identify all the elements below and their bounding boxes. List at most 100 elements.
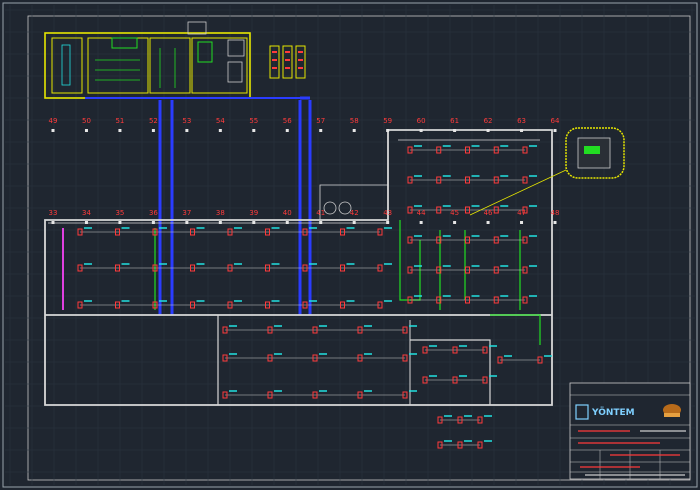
fixture [493, 265, 509, 274]
fixture [222, 325, 237, 334]
grid-label: 43 [383, 209, 392, 217]
fixture [422, 345, 437, 354]
company-emblem-icon [663, 404, 681, 417]
grid-label: 34 [82, 209, 91, 217]
brand-name: YÖNTEM [591, 407, 635, 418]
fixture [377, 263, 392, 272]
grid-label: 58 [350, 117, 359, 125]
fixture [437, 440, 452, 449]
fixture [436, 175, 451, 184]
fixture [357, 353, 372, 362]
detail-callout[interactable] [469, 127, 625, 216]
fixture [312, 325, 327, 334]
equipment [323, 201, 352, 215]
fixture [465, 235, 480, 244]
grid-label: 54 [216, 117, 225, 125]
grid-marker [51, 221, 55, 224]
grid-label: 44 [417, 209, 426, 217]
grid-marker [352, 221, 356, 224]
grid-marker [252, 221, 256, 224]
grid-marker [319, 221, 323, 224]
fixture [493, 145, 509, 154]
fixture [265, 300, 280, 309]
fixture [407, 265, 422, 274]
fixture [465, 175, 480, 184]
grid-label: 38 [216, 209, 225, 217]
grid-marker [419, 129, 423, 132]
fixture [482, 375, 497, 384]
fixture [152, 300, 167, 309]
grid-marker [118, 221, 122, 224]
light-fixtures [77, 145, 552, 449]
grid-label: 64 [551, 117, 560, 125]
fixture [522, 145, 537, 154]
grid-marker [118, 129, 122, 132]
grid-marker [553, 129, 557, 132]
fixture [436, 235, 451, 244]
fixture [77, 263, 92, 272]
fixture [522, 205, 537, 214]
fixture [190, 300, 205, 309]
grid-label: 57 [316, 117, 325, 125]
grid-marker [319, 129, 323, 132]
grid-label: 45 [450, 209, 459, 217]
fixture [357, 325, 372, 334]
grid-label: 63 [517, 117, 526, 125]
fixture [465, 145, 480, 154]
cable-risers [158, 96, 312, 315]
fixture [452, 375, 467, 384]
fixture [152, 263, 167, 272]
fixture [152, 227, 167, 236]
grid-marker [185, 129, 189, 132]
grid-label: 55 [249, 117, 258, 125]
grid-marker [252, 129, 256, 132]
grid-marker [386, 129, 390, 132]
fixture [493, 175, 509, 184]
fixture [265, 263, 280, 272]
fixture [227, 300, 242, 309]
fixture [522, 265, 537, 274]
fixture [267, 390, 282, 399]
grid-label: 61 [450, 117, 459, 125]
fixture [422, 375, 437, 384]
grid-marker [218, 221, 222, 224]
fixture [222, 390, 237, 399]
fixture [457, 415, 472, 424]
fixture [267, 325, 282, 334]
grid-label: 51 [115, 117, 124, 125]
grid-label: 40 [283, 209, 292, 217]
fixture [452, 345, 467, 354]
fixture [457, 440, 472, 449]
fixture [312, 390, 327, 399]
fixture [402, 353, 417, 362]
fixture [340, 263, 355, 272]
grid-marker [218, 129, 222, 132]
fixture [357, 390, 372, 399]
fixture [302, 300, 317, 309]
grid-label: 36 [149, 209, 158, 217]
fixture [190, 227, 205, 236]
fixture [190, 263, 205, 272]
fixture [340, 227, 355, 236]
grid-marker [151, 129, 155, 132]
fixture [267, 353, 282, 362]
grid-label: 56 [283, 117, 292, 125]
fixture [465, 295, 480, 304]
fixture [227, 263, 242, 272]
grid-marker [386, 221, 390, 224]
grid-label: 46 [484, 209, 493, 217]
grid-marker [285, 129, 289, 132]
grid-marker [419, 221, 423, 224]
fixture [465, 205, 480, 214]
building-walls [44, 129, 553, 406]
grid-marker [151, 221, 155, 224]
grid-label: 59 [383, 117, 392, 125]
grid-marker [84, 129, 88, 132]
grid-marker [520, 221, 524, 224]
fixture [436, 295, 451, 304]
grid-marker [84, 221, 88, 224]
fixture [537, 355, 552, 364]
title-block: YÖNTEM [569, 382, 691, 480]
